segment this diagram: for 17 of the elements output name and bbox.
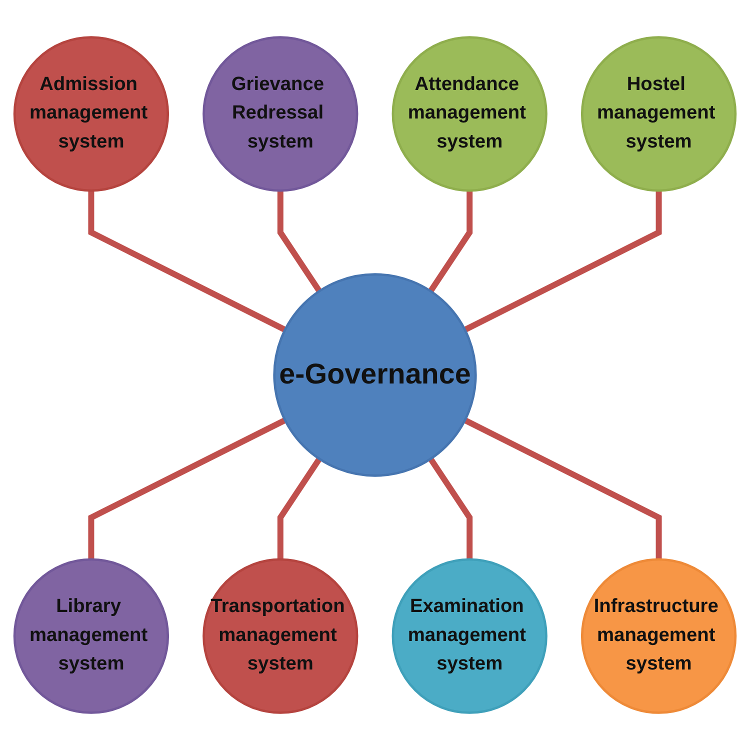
node-circle: Hostel management system bbox=[580, 36, 737, 192]
connector bbox=[88, 418, 286, 560]
node-circle: Grievance Redressal system bbox=[202, 36, 358, 192]
node-circle: Attendance management system bbox=[392, 36, 548, 192]
connector bbox=[464, 418, 662, 560]
node-circle: Examination management system bbox=[392, 558, 548, 714]
connector bbox=[428, 457, 473, 560]
connector bbox=[428, 190, 473, 293]
connector bbox=[464, 190, 662, 332]
connector bbox=[277, 457, 322, 560]
node-circle: Admission management system bbox=[13, 36, 170, 192]
connector bbox=[277, 190, 322, 293]
node-circle: Transportation management system bbox=[202, 558, 358, 714]
node-circle: e-Governance bbox=[273, 273, 477, 477]
connector bbox=[88, 190, 286, 332]
node-circle: Infrastructure management system bbox=[580, 558, 737, 714]
node-circle: Library management system bbox=[13, 558, 170, 714]
